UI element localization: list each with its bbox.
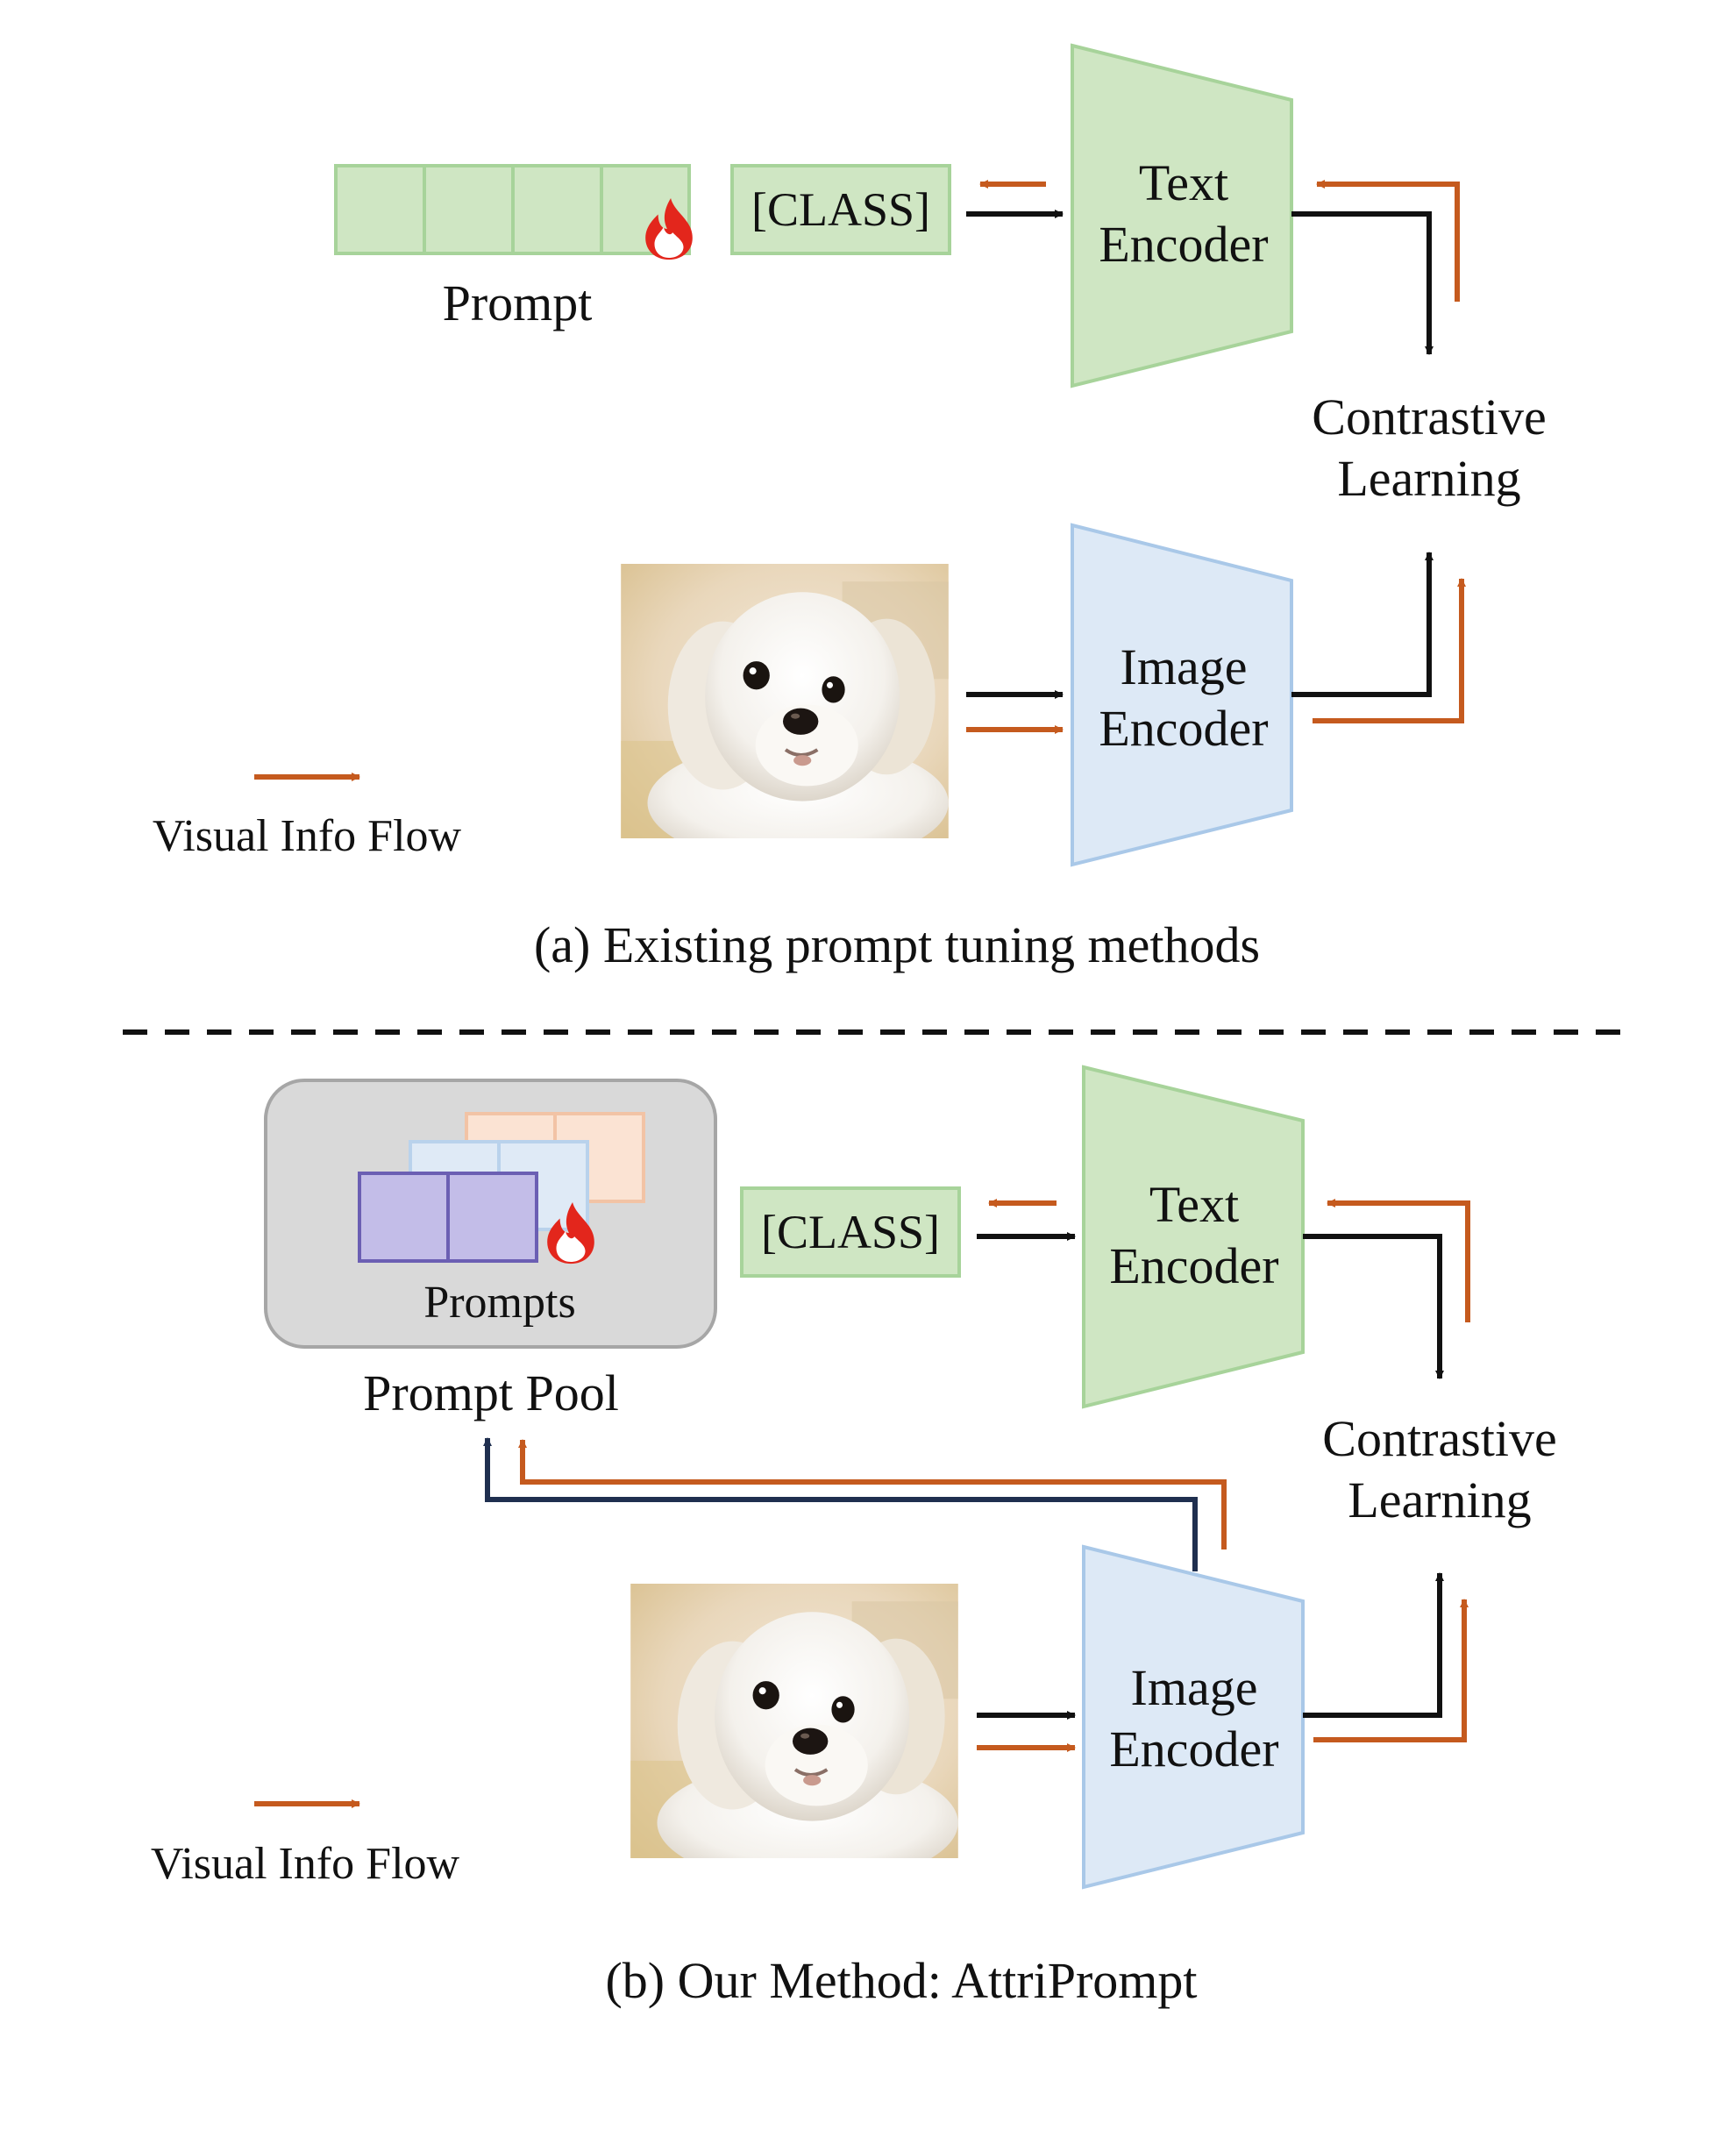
class-token-label: [CLASS] xyxy=(751,183,930,236)
contrastive-label-line1: Contrastive xyxy=(1322,1410,1556,1467)
arrow-visual-flow-to-text-encoder xyxy=(1316,180,1460,302)
caption-b: (b) Our Method: AttriPrompt xyxy=(605,1952,1197,2009)
prompt-stack xyxy=(358,1112,645,1263)
contrastive-label-line1: Contrastive xyxy=(1312,388,1546,445)
arrow-text-to-contrastive xyxy=(1291,211,1434,355)
legend-label: Visual Info Flow xyxy=(151,1839,460,1889)
arrow-visual-encoder-to-prompt-pool xyxy=(518,1439,1227,1549)
text-encoder-label-line1: Text xyxy=(1149,1176,1239,1233)
text-encoder-block xyxy=(1082,1065,1305,1409)
text-encoder-block xyxy=(1071,43,1293,388)
arrow-visual-image-to-contrastive xyxy=(1313,578,1466,723)
panel-b: Prompts Prompt Pool [CLASS] Text Encoder… xyxy=(151,1065,1557,2009)
dog-photo xyxy=(630,1584,958,1884)
caption-a: (a) Existing prompt tuning methods xyxy=(534,916,1260,973)
prompt-token-boxes xyxy=(334,164,691,255)
class-token-box xyxy=(740,1186,961,1278)
contrastive-label-line2: Learning xyxy=(1337,450,1520,507)
dog-photo xyxy=(621,564,949,865)
text-encoder-label-line2: Encoder xyxy=(1099,216,1268,273)
image-encoder-label-line2: Encoder xyxy=(1099,700,1268,757)
arrow-visual-flow-to-text-encoder xyxy=(1327,1199,1470,1322)
class-token-label: [CLASS] xyxy=(761,1206,940,1258)
text-encoder-label-line1: Text xyxy=(1139,154,1228,211)
text-encoder-label-line2: Encoder xyxy=(1109,1237,1278,1294)
image-encoder-label-line1: Image xyxy=(1121,638,1248,695)
prompts-label: Prompts xyxy=(423,1278,575,1328)
image-encoder-label-line1: Image xyxy=(1131,1659,1258,1716)
image-encoder-block xyxy=(1082,1544,1305,1890)
prompt-pool-label: Prompt Pool xyxy=(363,1364,619,1421)
arrow-image-to-contrastive xyxy=(1291,552,1434,697)
arrow-visual-image-to-contrastive xyxy=(1313,1599,1469,1742)
arrow-encoder-to-prompt-pool xyxy=(483,1437,1198,1571)
class-token-box xyxy=(730,164,951,255)
legend-label: Visual Info Flow xyxy=(153,811,462,861)
contrastive-label-line2: Learning xyxy=(1348,1471,1531,1528)
image-encoder-label-line2: Encoder xyxy=(1109,1720,1278,1777)
arrow-image-to-contrastive xyxy=(1303,1572,1444,1718)
panel-a: Prompt [CLASS] Text Encoder Contrastive … xyxy=(153,43,1547,973)
image-encoder-block xyxy=(1071,523,1293,867)
arrow-text-to-contrastive xyxy=(1303,1234,1444,1379)
prompt-label: Prompt xyxy=(443,274,593,331)
